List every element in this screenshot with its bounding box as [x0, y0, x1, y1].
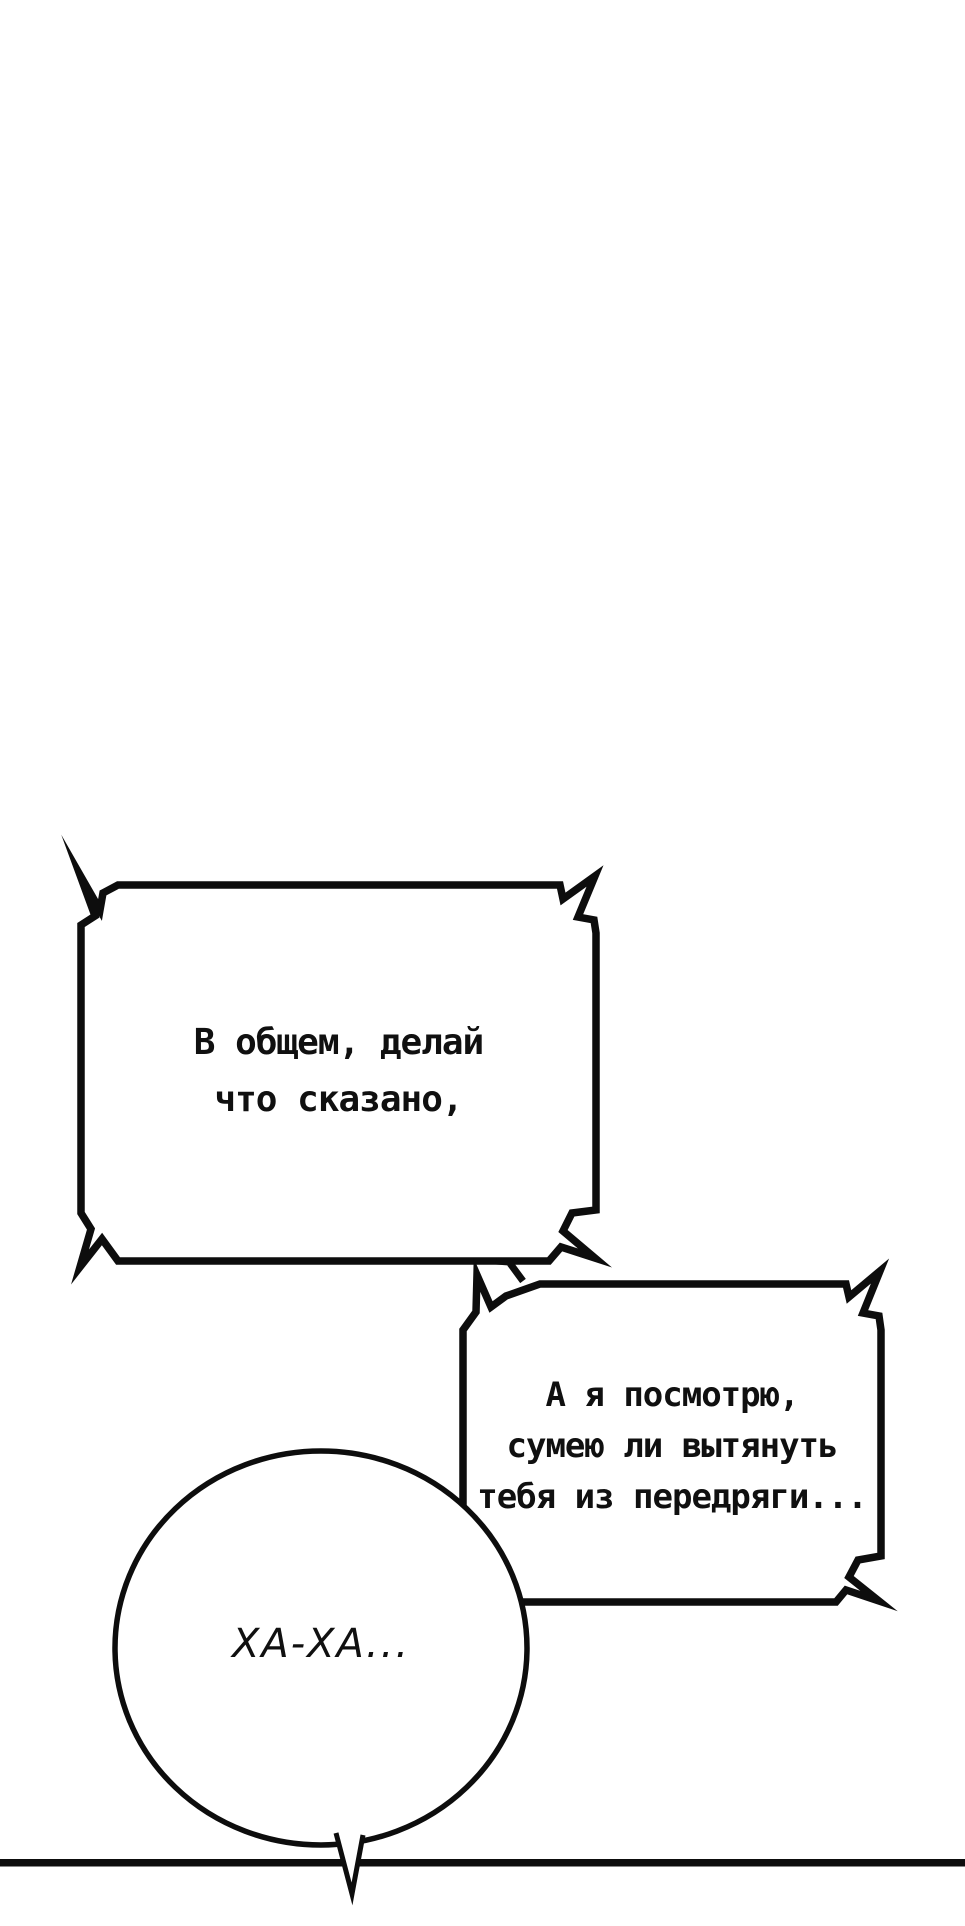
speech-text-top-line2: что сказано,	[214, 1079, 463, 1120]
speech-bubble-top-shape	[61, 834, 613, 1285]
laugh-bubble-tail	[333, 1832, 366, 1906]
laugh-bubble-shape	[112, 1448, 530, 1848]
speech-text-top-line1: В общем, делай	[193, 1022, 484, 1063]
speech-text-top: В общем, делай что сказано,	[80, 1014, 597, 1128]
speech-bubble-middle-shape	[455, 1258, 898, 1620]
speech-text-middle-line3: тебя из передряги...	[477, 1477, 867, 1517]
speech-text-laugh: ХА-ХА...	[231, 1621, 411, 1667]
panel-bottom-line	[0, 1859, 965, 1867]
speech-bubble-top-tail	[495, 1257, 526, 1284]
speech-text-middle-line2: сумею ли вытянуть	[506, 1426, 839, 1466]
speech-text-middle: А я посмотрю, сумею ли вытянуть тебя из …	[462, 1370, 882, 1523]
speech-text-middle-line1: А я посмотрю,	[545, 1375, 799, 1415]
